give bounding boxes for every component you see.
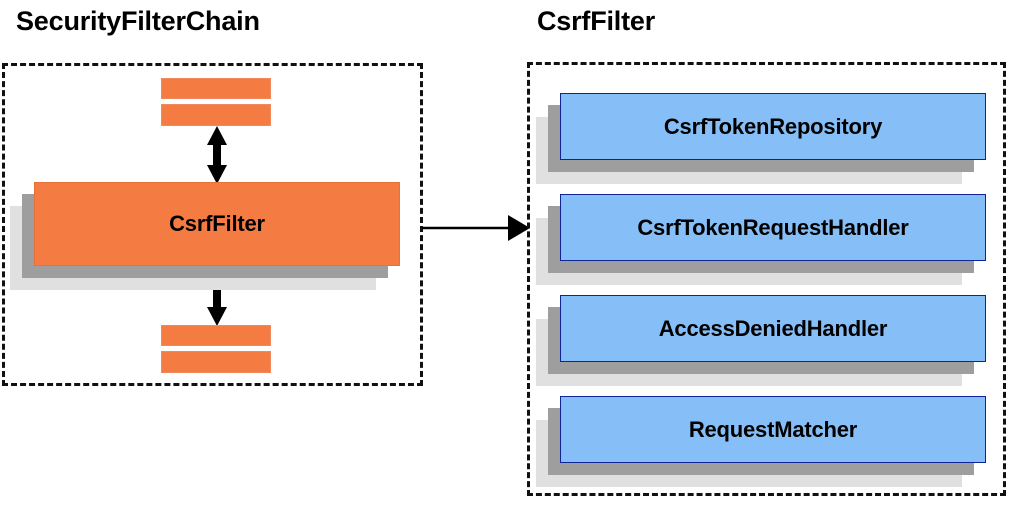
csrf-filter-box[interactable]: CsrfFilter xyxy=(10,182,400,290)
security-filter-chain-panel xyxy=(2,63,423,386)
filter-bar-top-2 xyxy=(161,104,271,126)
csrf-filter-label: CsrfFilter xyxy=(169,211,265,236)
component-label: AccessDeniedHandler xyxy=(658,315,888,341)
component-label: CsrfTokenRequestHandler xyxy=(637,214,909,240)
component-card-csrf-token-repository[interactable]: CsrfTokenRepository xyxy=(536,93,986,184)
csrf-filter-detail-panel xyxy=(527,62,1006,496)
filter-bar-bottom-2 xyxy=(161,351,271,373)
component-card-csrf-token-request-handler[interactable]: CsrfTokenRequestHandler xyxy=(536,194,986,285)
filter-bar-bottom-1 xyxy=(161,325,271,346)
card-face: CsrfTokenRepository xyxy=(560,93,986,160)
bidirectional-arrow-upper xyxy=(207,126,227,184)
filter-bar-top-1 xyxy=(161,78,271,99)
component-label: RequestMatcher xyxy=(688,416,858,442)
component-label: CsrfTokenRepository xyxy=(663,113,883,139)
page-title-security-filter-chain: SecurityFilterChain xyxy=(16,6,260,36)
card-face: CsrfTokenRequestHandler xyxy=(560,194,986,261)
card-face: AccessDeniedHandler xyxy=(560,295,986,362)
page-title-csrf-filter: CsrfFilter xyxy=(537,6,656,36)
card-face: RequestMatcher xyxy=(560,396,986,463)
component-card-request-matcher[interactable]: RequestMatcher xyxy=(536,396,986,487)
csrf-filter-expansion-arrow xyxy=(422,215,530,241)
component-card-access-denied-handler[interactable]: AccessDeniedHandler xyxy=(536,295,986,386)
card-face: CsrfFilter xyxy=(34,182,400,266)
